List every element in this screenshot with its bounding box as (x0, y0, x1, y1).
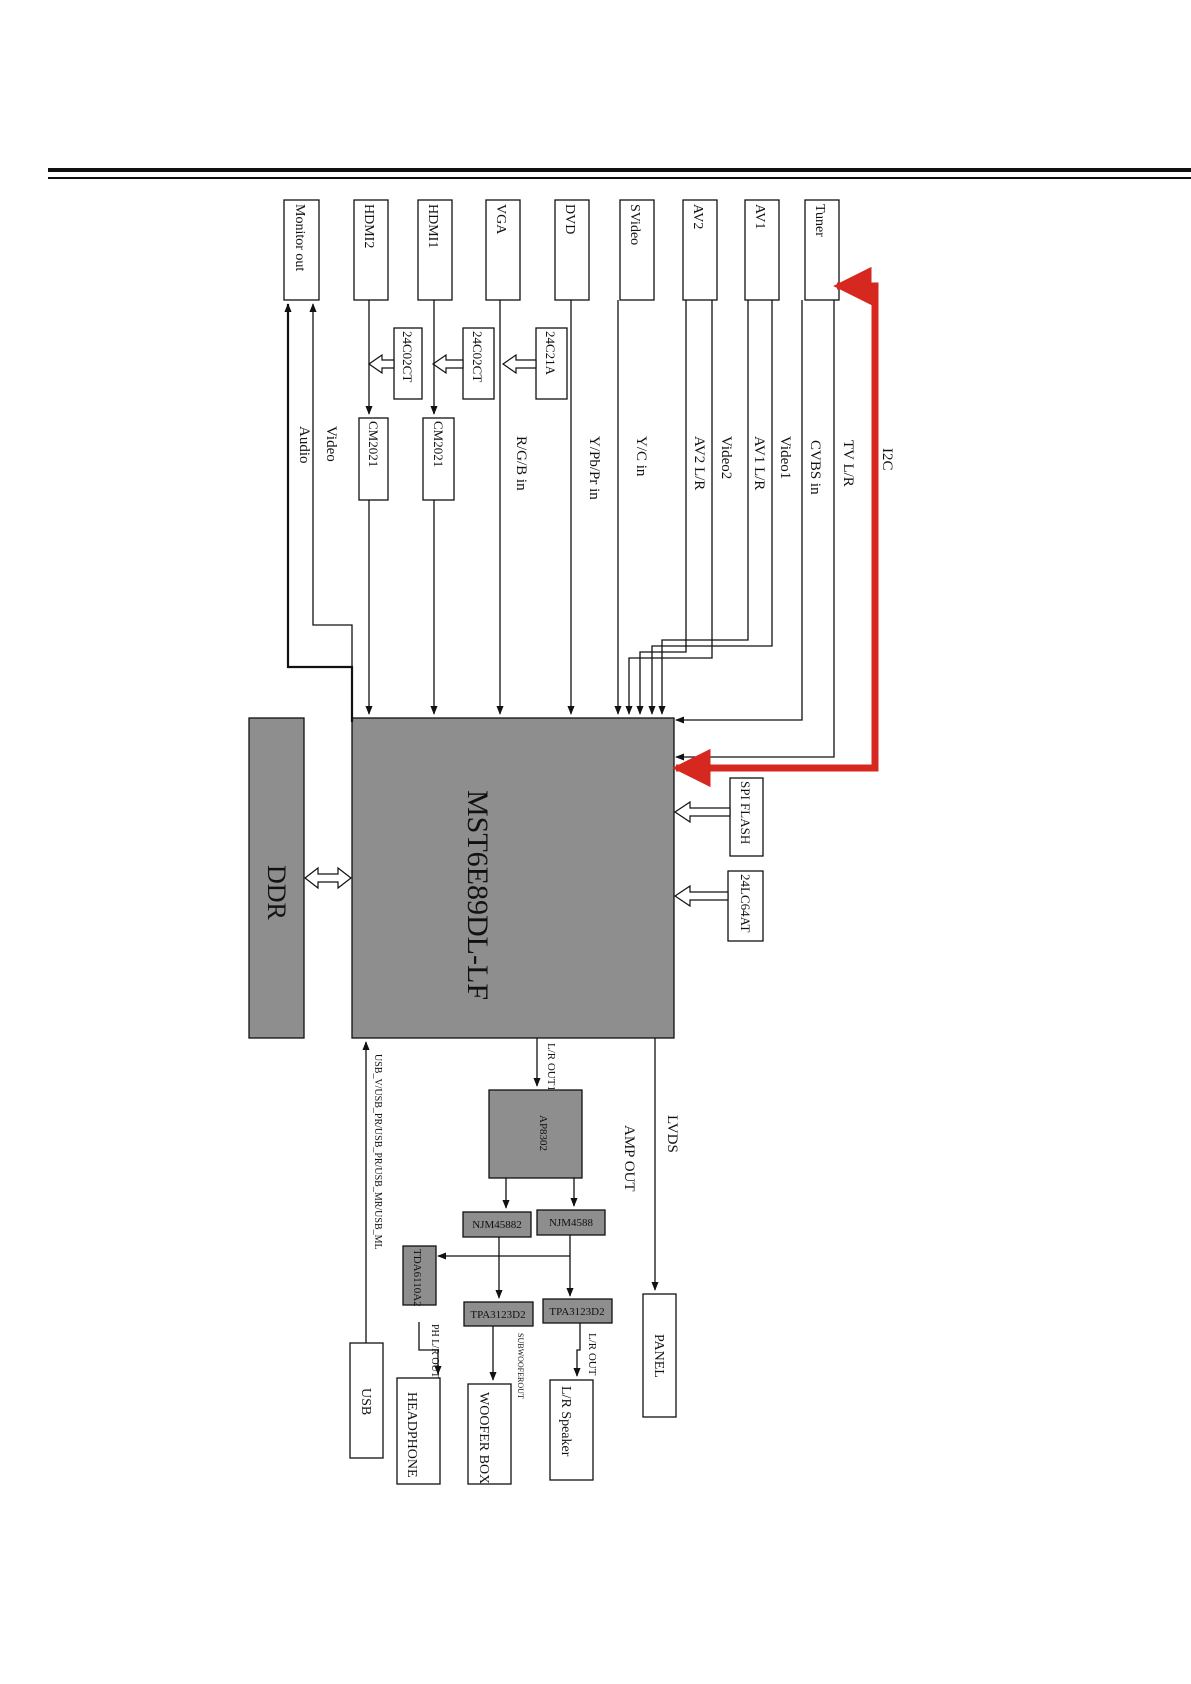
ddr-bus-arrow (304, 866, 352, 890)
svg-text:VGA: VGA (493, 204, 508, 235)
vga-block: VGA (485, 199, 521, 301)
label-subwoofer-out: SUBWOOFEROUT (516, 1333, 525, 1399)
line-to-headphone (418, 1322, 442, 1375)
label-usb-bus: USB_V/USB_PR/USB_PR/USB_MR/USB_ML (372, 1054, 383, 1250)
usb-block: USB (349, 1342, 384, 1459)
svg-text:DVD: DVD (562, 204, 577, 234)
svideo-block: SVideo (619, 199, 655, 301)
svg-text:24C02CT: 24C02CT (400, 331, 415, 382)
tpa3123d2-woofer: TPA3123D2 (463, 1301, 534, 1327)
svg-text:Monitor out: Monitor out (292, 204, 307, 271)
label-ph-lr-out: PH L/R OUT (429, 1324, 440, 1378)
chip-24c21a: 24C21A (535, 327, 568, 400)
svg-text:HDMI2: HDMI2 (361, 204, 376, 248)
svg-text:CM2021: CM2021 (431, 421, 446, 467)
cm2021-hdmi2: CM2021 (358, 417, 389, 501)
svg-text:HDMI1: HDMI1 (425, 204, 440, 248)
hollow-arrow-24c21a (501, 353, 537, 375)
label-amp-out: AMP OUT (621, 1125, 637, 1192)
woofer-box-block: WOOFER BOX (467, 1383, 512, 1485)
svg-text:NJM4588: NJM4588 (549, 1217, 594, 1229)
line-to-speaker (573, 1323, 581, 1377)
line-monitor-video (309, 303, 353, 722)
hollow-arrow-24c02ct-2 (367, 353, 395, 375)
eeprom-24lc64at-block: 24LC64AT (727, 870, 764, 942)
label-av2-lr: AV2 L/R (691, 436, 707, 490)
tpa3123d2-speaker: TPA3123D2 (542, 1298, 613, 1324)
av1-block: AV1 (744, 199, 780, 301)
line-monitor-audio (284, 303, 354, 722)
njm4588-block: NJM4588 (536, 1209, 606, 1236)
chip-24c02ct-2: 24C02CT (393, 327, 423, 400)
label-ypbpr-in: Y/Pb/Pr in (586, 436, 602, 500)
svg-text:24C02CT: 24C02CT (470, 331, 485, 382)
svg-text:TPA3123D2: TPA3123D2 (549, 1306, 604, 1318)
svg-text:L/R Speaker: L/R Speaker (558, 1386, 573, 1457)
av2-block: AV2 (682, 199, 718, 301)
tda6110a2-block: TDA6110A2 (402, 1245, 437, 1307)
chip-24c02ct-1: 24C02CT (462, 327, 495, 400)
svg-text:PANEL: PANEL (651, 1334, 666, 1378)
hdmi2-block: HDMI2 (353, 199, 389, 301)
svg-text:AP8302: AP8302 (537, 1115, 549, 1151)
label-lr-out1: L/R OUT1 (545, 1043, 557, 1091)
hollow-arrow-spi (673, 800, 731, 824)
label-audio: Audio (296, 426, 312, 464)
label-av1-lr: AV1 L/R (751, 436, 767, 490)
i2c-bus (672, 266, 879, 788)
svg-text:MST6E89DL-LF: MST6E89DL-LF (461, 790, 494, 1000)
headphone-block: HEADPHONE (396, 1377, 441, 1485)
svg-text:SPI FLASH: SPI FLASH (738, 781, 753, 844)
svg-text:USB: USB (358, 1388, 373, 1415)
main-soc-block: MST6E89DL-LF (351, 717, 675, 1039)
label-video2: Video2 (718, 436, 734, 479)
label-cvbs-in: CVBS in (807, 440, 823, 495)
svg-text:TPA3123D2: TPA3123D2 (470, 1309, 525, 1321)
label-video: Video (323, 426, 339, 462)
line-cvbs-in (675, 300, 803, 724)
spi-flash-block: SPI FLASH (729, 777, 764, 857)
svg-text:24LC64AT: 24LC64AT (738, 874, 753, 933)
label-i2c: I2C (879, 448, 895, 471)
panel-block: PANEL (642, 1293, 677, 1418)
njm45882-block: NJM45882 (462, 1211, 532, 1238)
svg-text:DDR: DDR (262, 865, 291, 921)
hollow-arrow-24c02ct-1 (431, 353, 464, 375)
svg-text:WOOFER BOX: WOOFER BOX (476, 1392, 491, 1484)
line-tv-lr (675, 300, 835, 761)
label-rgb-in: R/G/B in (513, 436, 529, 491)
hollow-arrow-eeprom (673, 884, 729, 908)
svg-text:24C21A: 24C21A (543, 331, 558, 376)
label-yc-in: Y/C in (633, 436, 649, 477)
svg-text:TDA6110A2: TDA6110A2 (411, 1249, 423, 1307)
lr-speaker-block: L/R Speaker (549, 1379, 594, 1481)
svg-text:HEADPHONE: HEADPHONE (404, 1392, 419, 1478)
hdmi1-block: HDMI1 (417, 199, 453, 301)
svg-text:CM2021: CM2021 (366, 421, 381, 467)
tuner-block: Tuner (804, 199, 840, 301)
svg-text:AV1: AV1 (752, 204, 767, 229)
svg-text:NJM45882: NJM45882 (472, 1219, 522, 1231)
svg-text:SVideo: SVideo (627, 204, 642, 245)
dvd-block: DVD (554, 199, 590, 301)
ap8302-block: AP8302 (488, 1089, 583, 1179)
label-lr-out: L/R OUT (586, 1333, 598, 1376)
label-tv-lr: TV L/R (840, 440, 856, 487)
line-video2 (636, 300, 687, 715)
svg-text:Tuner: Tuner (812, 204, 827, 237)
label-video1: Video1 (777, 436, 793, 479)
svg-text:AV2: AV2 (690, 204, 705, 229)
cm2021-hdmi1: CM2021 (422, 417, 455, 501)
label-lvds: LVDS (664, 1115, 680, 1153)
monitor-out-block: Monitor out (283, 199, 320, 301)
ddr-block: DDR (248, 717, 305, 1039)
